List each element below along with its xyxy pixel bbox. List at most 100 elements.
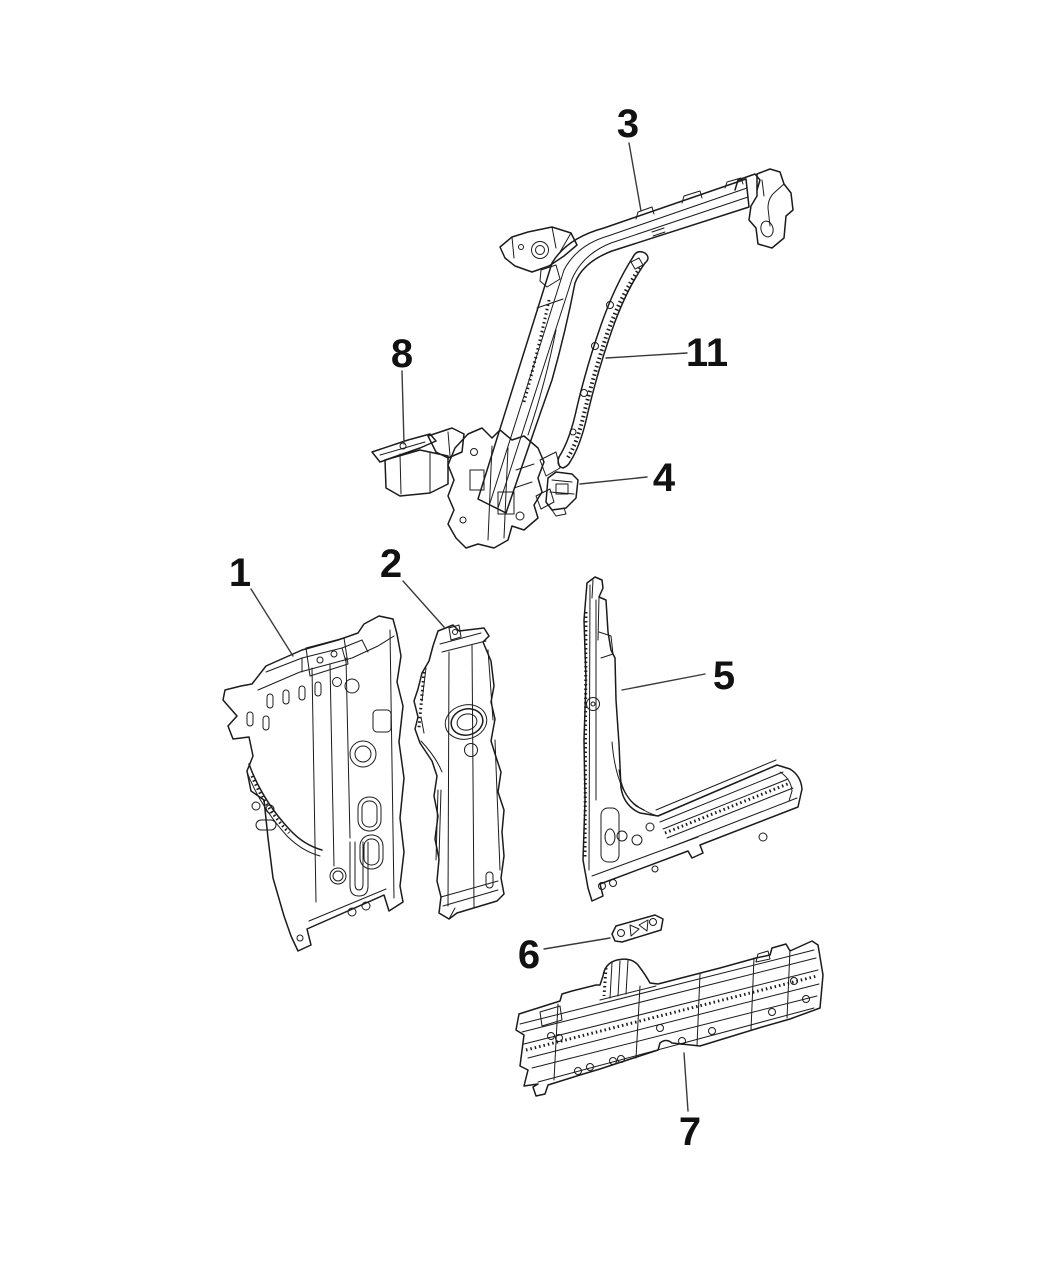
part-7-hump-base <box>600 986 656 1000</box>
part-1-stadium-hole <box>364 839 379 865</box>
part-1-hole <box>252 802 260 810</box>
callout-label-4: 4 <box>653 456 676 500</box>
part-7-left-plate <box>540 1006 562 1026</box>
part-3-right-bracket <box>735 174 760 190</box>
part-5-sill-rib <box>663 779 788 829</box>
part-8-bolt <box>400 443 406 449</box>
callout-label-8: 8 <box>391 332 413 376</box>
part-1-ledge <box>258 636 394 690</box>
callout-label-1: 1 <box>229 551 251 595</box>
part-5-sill-rib <box>667 788 793 838</box>
part-3-outline <box>478 179 749 513</box>
part-4-outline <box>546 472 578 510</box>
part-2-edge-hatch <box>419 672 424 728</box>
part-1-crease <box>312 668 316 902</box>
part-7-divider <box>636 986 640 1058</box>
leader-line-7 <box>684 1053 688 1111</box>
part-5-panel-drawing <box>583 577 802 901</box>
callout-label-5: 5 <box>713 654 735 698</box>
callout-label-3: 3 <box>617 102 639 146</box>
part-8-wing <box>428 428 464 458</box>
part-1-bottom-flange <box>309 889 386 921</box>
part-7-hole <box>575 1068 582 1075</box>
part-3-base-slot <box>470 470 484 490</box>
part-3-base-hole <box>516 512 524 520</box>
part-1-hinge-plate <box>306 638 348 676</box>
part-7-rib <box>522 958 816 1032</box>
part-3-base-detail <box>504 448 508 538</box>
part-1-bolt-hole <box>317 657 323 663</box>
part-1-arc-cutout <box>247 772 320 856</box>
part-4-slot <box>556 484 568 494</box>
part-3-hinge-bolt <box>519 245 524 250</box>
part-2-elbow-fold <box>421 741 442 772</box>
part-11-outer-edge <box>570 263 645 462</box>
part-2-bolt <box>453 630 458 635</box>
part-7-panel-drawing <box>516 941 823 1096</box>
part-11-top-hook <box>633 252 648 263</box>
part-2-crease <box>488 650 500 870</box>
leader-line-1 <box>251 589 293 656</box>
part-5-fillet <box>612 742 658 816</box>
part-7-hole <box>709 1028 716 1035</box>
part-8-flange <box>372 434 436 462</box>
part-3-base-hole <box>471 449 478 456</box>
part-3-tongue <box>540 265 560 287</box>
part-1-plate <box>373 710 391 732</box>
part-1-hole <box>345 679 359 693</box>
part-7-hole <box>803 996 810 1003</box>
part-5-flange-hole <box>610 880 617 887</box>
part-1-crease <box>390 630 394 898</box>
leader-line-11 <box>606 353 687 358</box>
part-1-stadium-hole <box>360 835 383 869</box>
part-7-hole <box>769 1009 776 1016</box>
part-7-hole <box>556 1035 563 1042</box>
part-5-hole <box>587 698 600 711</box>
part-2-foot <box>449 908 455 919</box>
part-4-detail <box>550 480 574 494</box>
part-5-end-cap <box>780 772 792 801</box>
part-1-hole <box>297 935 303 941</box>
part-8-body <box>385 450 448 496</box>
part-2-hole <box>465 744 478 757</box>
part-7-top-tab <box>756 951 770 962</box>
part-7-hump-hatch <box>604 968 606 996</box>
leader-line-6 <box>544 938 610 949</box>
part-5-sill-rib <box>660 772 783 822</box>
part-3-bracket-hole <box>759 220 775 238</box>
part-3-side-clip <box>536 489 554 509</box>
part-1-slot <box>247 712 253 726</box>
part-7-hole <box>657 1025 664 1032</box>
part-1-slot <box>263 716 269 730</box>
part-6-bracket-drawing <box>612 915 663 942</box>
callout-label-11: 11 <box>686 331 728 375</box>
callout-label-7: 7 <box>679 1110 701 1154</box>
part-3-base-detail <box>514 464 534 488</box>
part-7-hole <box>618 1056 625 1063</box>
part-1-slot <box>256 820 276 830</box>
part-3-leg-hatch <box>524 300 549 402</box>
part-1-u-channel <box>350 842 368 896</box>
part-7-hole <box>791 978 798 985</box>
part-5-outline <box>583 577 802 901</box>
part-5-leg-crease <box>589 585 590 870</box>
part-7-rib <box>538 1008 814 1082</box>
part-5-flange-hole <box>759 833 767 841</box>
part-2-crease <box>448 652 449 906</box>
part-7-divider <box>787 950 790 1018</box>
part-3-base-slot <box>498 492 514 514</box>
part-3-base-hole <box>460 517 466 523</box>
part-2-panel-drawing <box>414 625 504 919</box>
leader-line-4 <box>580 477 647 484</box>
part-3-inner-line <box>498 197 748 508</box>
part-3-base-cluster <box>448 428 544 548</box>
part-7-divider <box>751 958 754 1030</box>
part-1-crease <box>346 658 350 838</box>
part-7-divider <box>697 974 700 1046</box>
part-5-flange-hole <box>652 866 658 872</box>
part-7-divider <box>554 1004 558 1080</box>
part-1-grommet <box>355 746 371 762</box>
part-3-leg-joint <box>537 299 563 308</box>
